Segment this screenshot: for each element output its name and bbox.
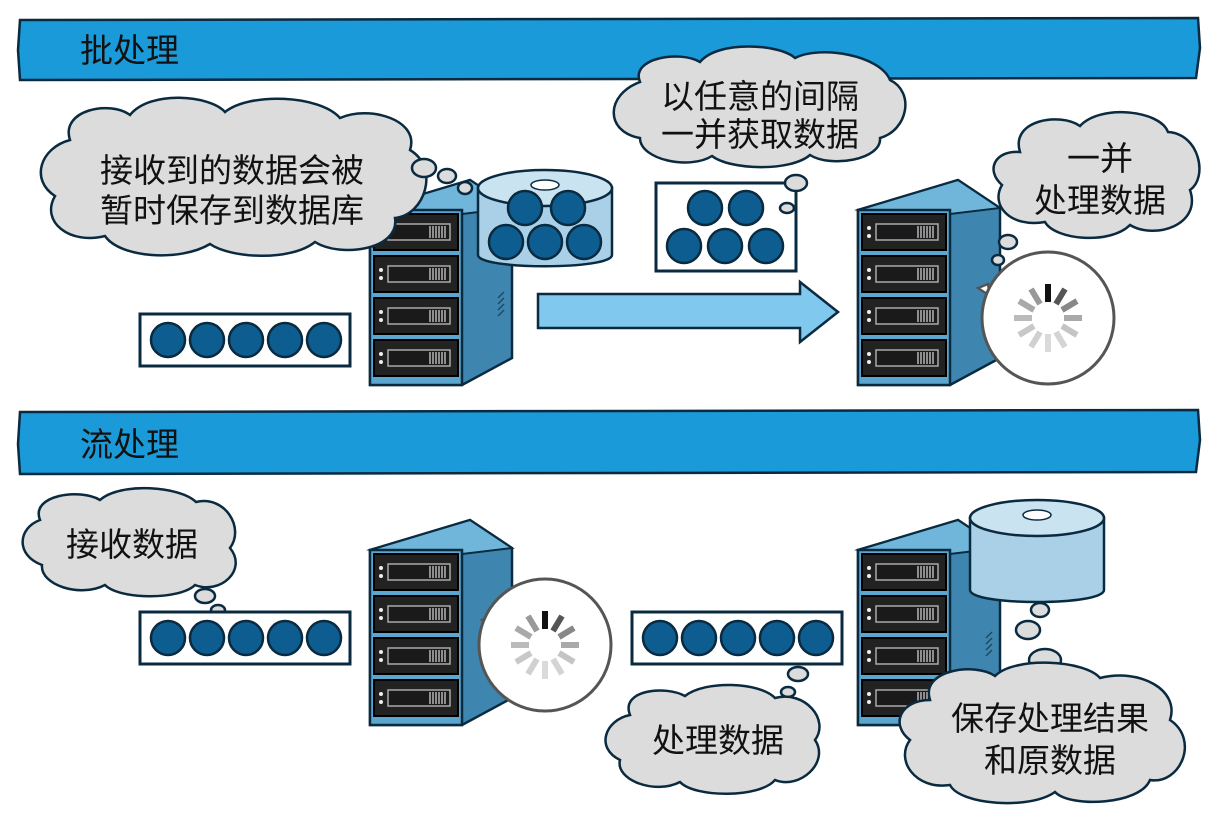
- stream-input-queue: [138, 610, 352, 666]
- stream-title: 流处理: [80, 425, 179, 464]
- batch-fetched-box: [654, 181, 798, 273]
- batch-thought-fetch-line2: 一并获取数据: [661, 115, 859, 154]
- stream-thought-save: 保存处理结果 和原数据: [898, 601, 1187, 805]
- batch-thought-fetch: 以任意的间隔 一并获取数据: [612, 45, 907, 215]
- batch-transfer-arrow: [536, 279, 841, 345]
- stream-thought-process-line1: 处理数据: [652, 721, 784, 760]
- batch-database: [476, 168, 614, 268]
- batch-thought-store: 接收到的数据会被 暂时保存到数据库: [39, 96, 474, 257]
- stream-thought-receive: 接收数据: [21, 486, 237, 617]
- batch-title: 批处理: [80, 31, 179, 70]
- batch-input-queue: [138, 312, 352, 368]
- batch-band: 批处理: [16, 16, 1202, 82]
- batch-thought-process-line2: 处理数据: [1034, 181, 1166, 220]
- stream-thought-save-line2: 和原数据: [984, 741, 1116, 780]
- stream-thought-save-line1: 保存处理结果: [951, 699, 1149, 738]
- batch-thought-store-line2: 暂时保存到数据库: [100, 191, 364, 230]
- batch-thought-store-line1: 接收到的数据会被: [100, 151, 364, 190]
- stream-thought-receive-line1: 接收数据: [66, 525, 198, 564]
- stream-output-queue: [630, 610, 844, 666]
- stream-spinner-bubble: [477, 577, 613, 713]
- batch-thought-fetch-line1: 以任意的间隔: [661, 77, 859, 116]
- batch-thought-process: 一并 处理数据: [990, 110, 1201, 267]
- batch-thought-process-line1: 一并: [1067, 139, 1133, 178]
- stream-band: 流处理: [16, 408, 1202, 476]
- batch-process-server: [858, 180, 1000, 385]
- stream-database: [968, 498, 1106, 604]
- batch-spinner-bubble: [975, 250, 1116, 386]
- stream-thought-process: 处理数据: [604, 665, 821, 795]
